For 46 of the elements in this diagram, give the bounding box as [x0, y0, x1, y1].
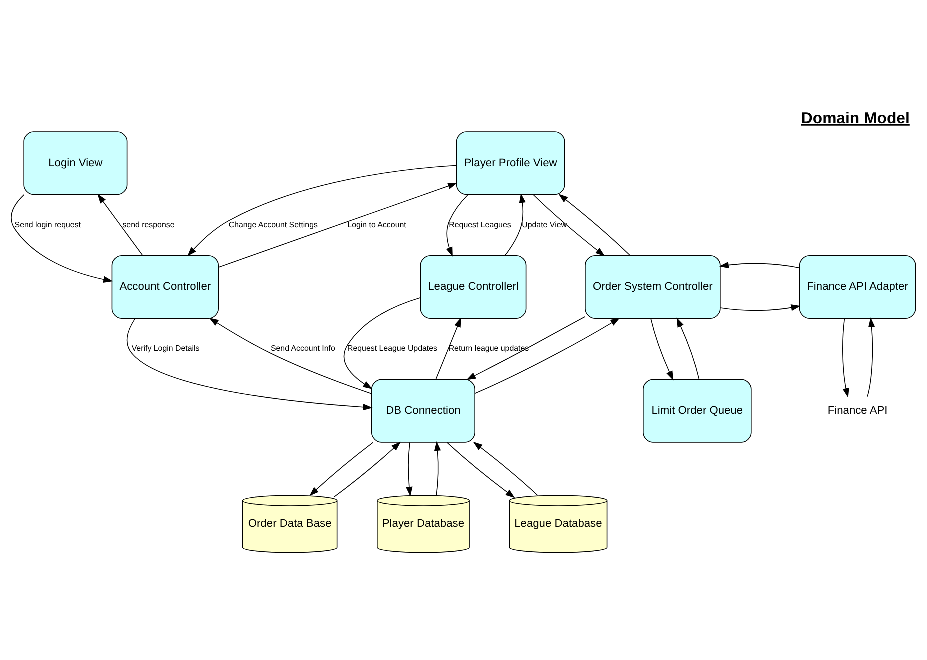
arrow	[126, 318, 373, 410]
arrow	[98, 194, 144, 256]
edge-label: Send login request	[14, 220, 82, 229]
arrow	[650, 318, 674, 380]
arrow	[474, 318, 620, 394]
node-box: Order System Controller	[585, 254, 721, 318]
arrow	[310, 442, 374, 496]
arrow	[11, 194, 114, 282]
arrow	[446, 194, 469, 256]
arrow	[446, 442, 516, 498]
node-box: DB Connection	[371, 378, 476, 442]
arrow	[436, 317, 462, 380]
edge-label: Return league updates	[448, 344, 530, 353]
arrow	[720, 304, 801, 311]
arrow	[434, 440, 442, 496]
node-box: League Controllerl	[420, 254, 527, 318]
arrow	[504, 193, 526, 256]
edge-label: send response	[122, 220, 175, 229]
arrow	[188, 164, 458, 256]
node-box: Account Controller	[112, 254, 220, 318]
arrow	[533, 194, 606, 256]
arrow	[558, 194, 631, 256]
node-text: Finance API	[828, 404, 888, 417]
diagram-title: Domain Model	[801, 110, 910, 127]
arrow	[218, 182, 458, 268]
edge-label: Update View	[522, 220, 567, 229]
arrow	[406, 442, 413, 496]
arrow	[473, 441, 538, 496]
edge-label: Request Leagues	[449, 220, 512, 229]
node-box: Finance API Adapter	[799, 254, 916, 318]
edge-label: Login to Account	[348, 220, 406, 229]
arrow	[334, 441, 402, 498]
arrow	[842, 318, 850, 398]
arrow	[719, 261, 800, 268]
node-box: Login View	[24, 131, 128, 195]
arrow	[209, 317, 372, 394]
arrow	[466, 316, 586, 380]
arrow	[867, 317, 876, 397]
arrow	[344, 296, 422, 389]
arrow	[676, 317, 700, 380]
node-box: Limit Order Queue	[643, 378, 752, 442]
edge-label: Verify Login Details	[132, 344, 200, 353]
edge-label: Send Account Info	[270, 344, 336, 353]
node-box: Player Profile View	[456, 131, 566, 195]
edge-label: Request League Updates	[347, 344, 438, 353]
edge-label: Change Account Settings	[228, 220, 318, 229]
